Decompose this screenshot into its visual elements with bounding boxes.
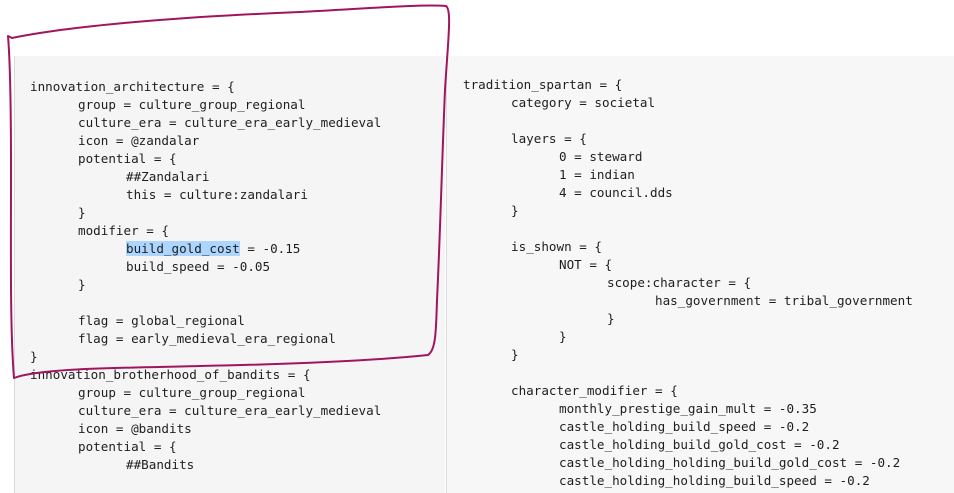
code-line: } [511,203,519,218]
code-line [30,294,381,312]
code-line: castle_holding_holding_build_speed = -0.… [559,473,870,488]
code-line: NOT = { [559,257,613,272]
code-line [463,364,913,382]
code-line: ##Zandalari [126,169,210,184]
code-line: build_speed = -0.05 [126,259,271,274]
code-line: group = culture_group_regional [78,385,306,400]
code-line: } [78,277,86,292]
code-line: monthly_prestige_gain_mult = -0.35 [559,401,817,416]
code-line: 0 = steward [559,149,643,164]
code-line: this = culture:zandalari [126,187,308,202]
code-line: 4 = council.dds [559,185,673,200]
code-line: } [559,329,567,344]
code-line: } [511,347,519,362]
code-line: } [463,490,913,493]
code-line: character_modifier = { [511,383,678,398]
code-line: scope:character = { [607,275,752,290]
code-line: build_gold_cost = -0.15 [126,241,301,256]
right-code-pane[interactable]: tradition_spartan = { category = societal… [446,56,954,493]
code-line: castle_holding_holding_build_gold_cost =… [559,455,901,470]
left-code-block: innovation_architecture = { group = cultu… [30,78,381,474]
code-line: category = societal [511,95,656,110]
left-code-pane[interactable]: innovation_architecture = { group = cultu… [14,56,445,493]
code-line [463,220,913,238]
code-line: } [30,349,38,364]
code-line: culture_era = culture_era_early_medieval [78,115,382,130]
code-line: ##Bandits [126,457,195,472]
code-line: layers = { [511,131,587,146]
selected-text: build_gold_cost [126,241,240,256]
code-line: castle_holding_build_speed = -0.2 [559,419,810,434]
code-line: potential = { [78,439,177,454]
code-line: potential = { [78,151,177,166]
code-line: culture_era = culture_era_early_medieval [78,403,382,418]
code-line [463,112,913,130]
code-line: modifier = { [78,223,169,238]
code-line: group = culture_group_regional [78,97,306,112]
code-line: has_government = tribal_government [655,293,913,308]
code-line: icon = @bandits [78,421,192,436]
code-line: flag = global_regional [78,313,245,328]
code-line: flag = early_medieval_era_regional [78,331,336,346]
code-line: is_shown = { [511,239,602,254]
code-line: innovation_brotherhood_of_bandits = { [30,367,311,382]
code-line: } [78,205,86,220]
code-line: innovation_architecture = { [30,79,235,94]
code-line: icon = @zandalar [78,133,200,148]
code-line: } [607,311,615,326]
code-line: tradition_spartan = { [463,77,623,92]
code-line: 1 = indian [559,167,635,182]
code-line: castle_holding_build_gold_cost = -0.2 [559,437,840,452]
right-code-block: tradition_spartan = { category = societal… [463,76,913,493]
